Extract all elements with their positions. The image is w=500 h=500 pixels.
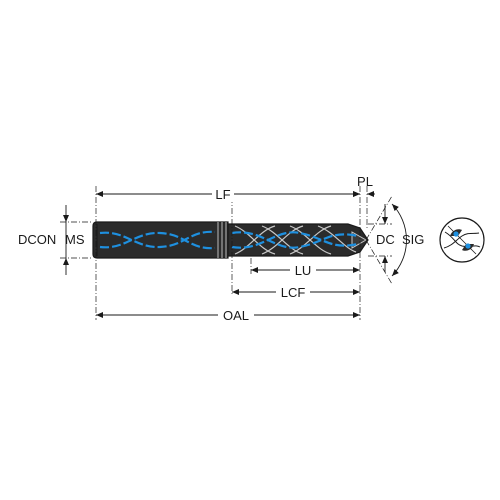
label-ms: MS xyxy=(65,232,85,247)
dimension-lu: LU xyxy=(251,262,360,278)
coolant-channel xyxy=(231,231,359,249)
label-oal: OAL xyxy=(223,308,249,323)
dimension-sig: SIG xyxy=(365,195,424,285)
flute-lines xyxy=(234,225,357,255)
drill-flute-body xyxy=(227,223,369,257)
label-pl: PL xyxy=(357,174,373,189)
dimension-oal: OAL xyxy=(96,307,360,323)
dimension-lf: LF xyxy=(96,186,360,202)
label-lf: LF xyxy=(215,187,230,202)
coolant-channel xyxy=(231,231,359,249)
drill-end-view xyxy=(439,217,485,263)
drill-shank xyxy=(92,221,229,259)
coolant-hole xyxy=(465,243,471,249)
dimension-lcf: LCF xyxy=(232,284,360,300)
label-lu: LU xyxy=(295,263,312,278)
label-dc: DC xyxy=(376,232,395,247)
dimension-dcon: DCON MS xyxy=(18,205,85,275)
coolant-channel xyxy=(99,230,216,249)
label-dcon: DCON xyxy=(18,232,56,247)
coolant-hole xyxy=(453,231,459,237)
coolant-channel xyxy=(99,231,216,250)
drill-tool xyxy=(92,221,369,259)
dimension-pl: PL xyxy=(352,174,375,197)
label-sig: SIG xyxy=(402,232,424,247)
label-lcf: LCF xyxy=(281,285,306,300)
